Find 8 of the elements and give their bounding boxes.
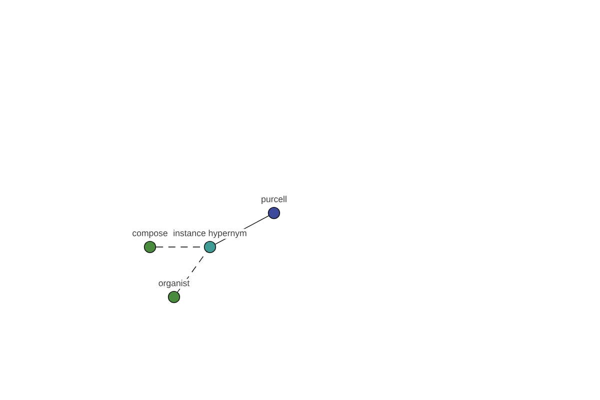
node-label: instance hypernym bbox=[172, 228, 248, 239]
node-label: organist bbox=[158, 278, 190, 289]
graph-node bbox=[144, 240, 156, 254]
node-label: purcell bbox=[260, 194, 288, 205]
graph-node bbox=[168, 290, 180, 304]
graph-node bbox=[204, 240, 216, 254]
node-label: compose bbox=[131, 230, 169, 239]
graph-node bbox=[268, 206, 280, 220]
